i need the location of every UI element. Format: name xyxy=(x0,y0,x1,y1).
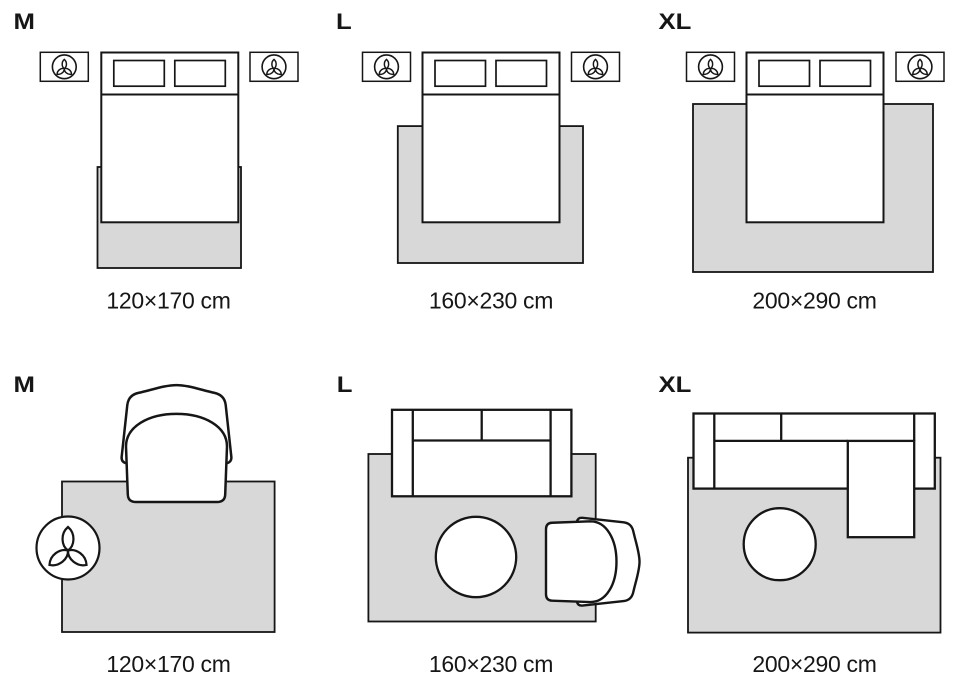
svg-text:160×230 cm: 160×230 cm xyxy=(429,288,553,314)
svg-text:160×230 cm: 160×230 cm xyxy=(429,651,553,677)
svg-text:200×290 cm: 200×290 cm xyxy=(752,288,876,314)
svg-text:M: M xyxy=(14,373,35,398)
svg-text:M: M xyxy=(14,10,35,35)
svg-text:200×290 cm: 200×290 cm xyxy=(752,651,876,677)
svg-text:XL: XL xyxy=(659,373,692,398)
svg-text:120×170 cm: 120×170 cm xyxy=(106,288,230,314)
svg-text:L: L xyxy=(337,373,353,398)
svg-text:XL: XL xyxy=(659,10,692,35)
svg-text:L: L xyxy=(336,10,352,35)
svg-text:120×170 cm: 120×170 cm xyxy=(106,651,230,677)
